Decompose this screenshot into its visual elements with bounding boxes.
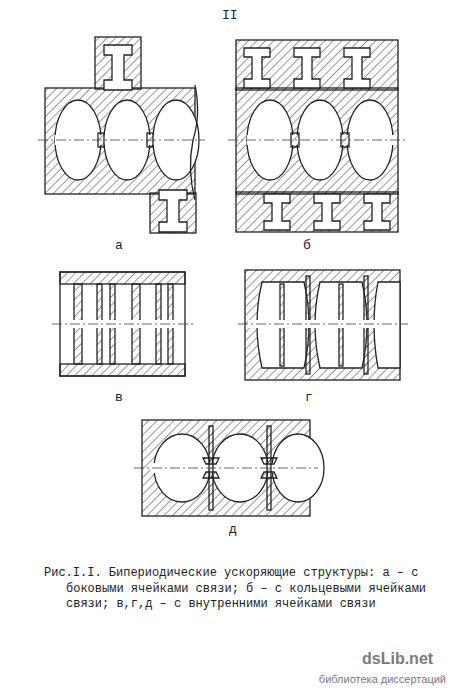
figure-caption: Рис.I.I. Бипериодические ускоряющие стру… xyxy=(44,566,450,613)
figure-letter: б xyxy=(303,238,311,253)
axis-lines xyxy=(38,140,408,468)
watermark: библиотека диссертаций xyxy=(319,673,446,685)
figure-letter: д xyxy=(229,522,237,537)
page-number: II xyxy=(222,8,238,23)
figure-letter: в xyxy=(115,390,123,405)
figure-letter: а xyxy=(115,238,123,253)
structure-b xyxy=(236,40,398,232)
structure-a xyxy=(45,37,199,233)
figure-letter: г xyxy=(305,390,313,405)
structure-g xyxy=(245,270,400,380)
watermark: dsLib.net xyxy=(362,650,433,668)
